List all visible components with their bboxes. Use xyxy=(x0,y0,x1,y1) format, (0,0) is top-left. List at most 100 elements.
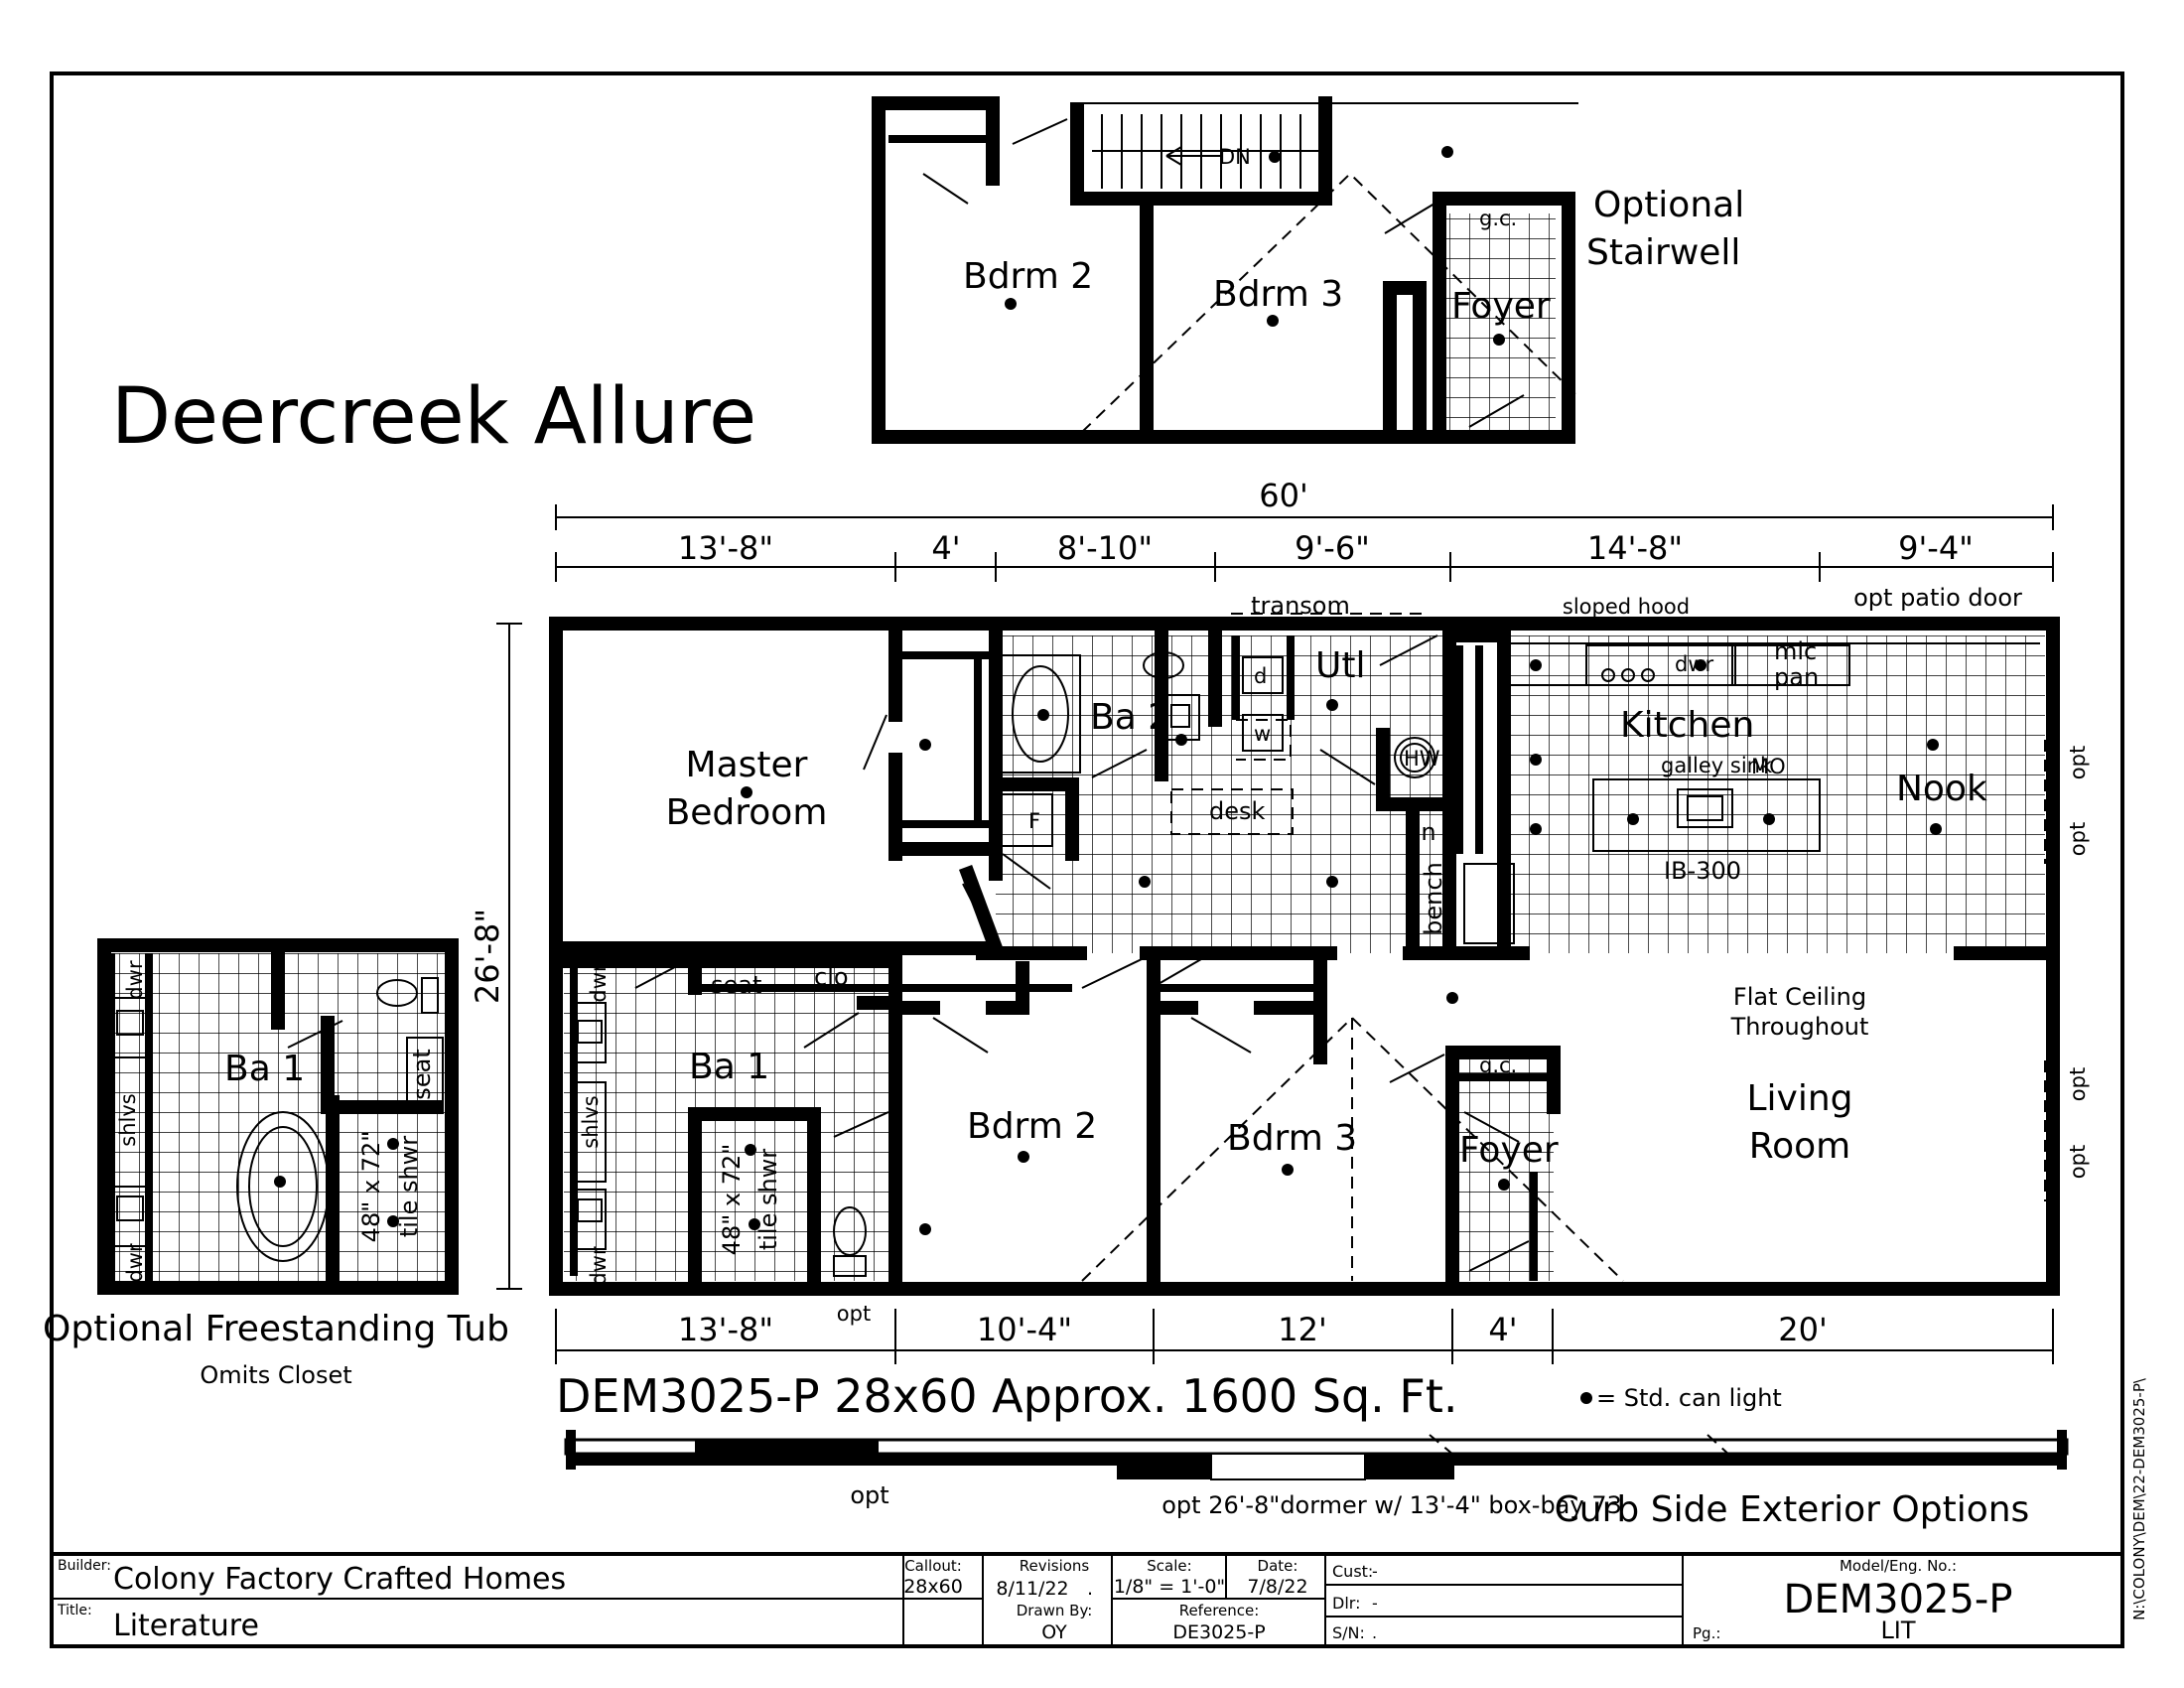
drawing-sheet-border xyxy=(50,71,2124,1648)
opt-window-living-1: opt xyxy=(2066,1067,2090,1101)
dim-top-4: 9'-6" xyxy=(1295,529,1370,567)
callout-label: Callout: xyxy=(904,1557,962,1575)
tub-drawer-bottom: dwr xyxy=(123,1243,147,1283)
sn-value: . xyxy=(1372,1623,1377,1642)
stair-foyer-tile xyxy=(1444,213,1556,432)
reference-label: Reference: xyxy=(1179,1602,1260,1619)
legend-text: = Std. can light xyxy=(1596,1384,1782,1412)
side-dimension: 26'-8" xyxy=(469,623,522,1290)
stair-gc-label: g.c. xyxy=(1479,207,1517,230)
main-floor-plan: Master Bedroom Ba 2 Utl Kitchen Nook Ba … xyxy=(549,584,2090,1296)
mic-label: mic xyxy=(1774,637,1817,665)
tub-seat-label: seat xyxy=(408,1049,436,1099)
exterior-opt-label: opt xyxy=(850,1481,888,1509)
transom-note: transom xyxy=(1251,592,1350,620)
stair-bdrm3-label: Bdrm 3 xyxy=(1213,274,1343,315)
kitchen-label: Kitchen xyxy=(1620,705,1754,746)
optional-tub-heading: Optional Freestanding Tub xyxy=(43,1309,509,1349)
ba1-shelves-label: shlvs xyxy=(579,1095,603,1148)
sn-label: S/N: xyxy=(1332,1623,1365,1642)
flat-ceiling-note-2: Throughout xyxy=(1730,1013,1869,1041)
optional-stairwell-heading-2: Stairwell xyxy=(1586,232,1740,273)
master-label-1: Master xyxy=(686,745,808,785)
top-dimensions: 60' 13'-8" 4' 8'-10" 9'-6" 14'-8" 9'-4" xyxy=(555,477,2054,582)
opt-window-nook-2: opt xyxy=(2066,822,2090,856)
galley-sink-label: galley sink xyxy=(1661,754,1773,777)
dim-top-3: 8'-10" xyxy=(1057,529,1153,567)
opt-window-note: opt xyxy=(837,1302,871,1326)
desk-label: desk xyxy=(1209,797,1266,825)
water-heater-label: HW xyxy=(1404,747,1440,771)
bdrm2-label: Bdrm 2 xyxy=(967,1106,1097,1147)
can-lights xyxy=(741,659,1942,1235)
dryer-label: d xyxy=(1254,664,1267,688)
stair-treads xyxy=(1092,114,1320,189)
dlr-label: Dlr: xyxy=(1332,1594,1360,1613)
builder-label: Builder: xyxy=(58,1558,111,1574)
title-label: Title: xyxy=(57,1603,92,1618)
file-path-label: N:\COLONY\DEM\22-DEM3025-P\ xyxy=(2130,1377,2148,1620)
bdrm3-label: Bdrm 3 xyxy=(1227,1118,1357,1159)
model-line: DEM3025-P 28x60 Approx. 1600 Sq. Ft. xyxy=(556,1369,1458,1423)
bench-label: bench xyxy=(1420,862,1447,935)
pan-label: pan xyxy=(1774,663,1819,691)
dim-bottom-5: 20' xyxy=(1778,1311,1828,1348)
tub-shelves-label: shlvs xyxy=(116,1093,140,1146)
revisions-value: 8/11/22 xyxy=(996,1578,1068,1600)
washer-label: w xyxy=(1254,722,1271,746)
utl-label: Utl xyxy=(1315,645,1365,686)
revisions-label: Revisions xyxy=(1020,1557,1090,1575)
ba1-shower-type: tile shwr xyxy=(754,1149,782,1250)
dim-bottom-4: 4' xyxy=(1488,1311,1517,1348)
exterior-elevation: opt opt 26'-8"dormer w/ 13'-4" box-bay 7… xyxy=(564,1430,2069,1530)
stair-bdrm2-label: Bdrm 2 xyxy=(963,256,1093,297)
bottom-dimensions: 13'-8" 10'-4" 12' 4' 20' opt xyxy=(555,1302,2054,1364)
date-label: Date: xyxy=(1258,1557,1298,1575)
exterior-dormer-label: opt 26'-8"dormer w/ 13'-4" box-bay 73 xyxy=(1161,1491,1622,1519)
reference-value: DE3025-P xyxy=(1172,1621,1265,1643)
closet-label: clo xyxy=(814,963,849,991)
optional-stairwell-heading-1: Optional xyxy=(1593,185,1744,225)
furnace-label: F xyxy=(1028,809,1040,833)
optional-freestanding-tub: Ba 1 shlvs dwr dwr seat 48" x 72" tile s… xyxy=(43,938,509,1389)
scale-value: 1/8" = 1'-0" xyxy=(1114,1576,1225,1598)
cust-value: - xyxy=(1372,1562,1378,1581)
nook-label: Nook xyxy=(1896,769,1987,809)
optional-stairwell-plan: DN g.c. Bdrm 2 Bdrm 3 Foyer Optional Sta… xyxy=(872,96,1744,444)
plan-title: Deercreek Allure xyxy=(111,372,756,462)
legend-can-light-dot xyxy=(1580,1392,1592,1404)
callout-value: 28x60 xyxy=(903,1576,963,1598)
opt-window-living-2: opt xyxy=(2066,1145,2090,1179)
scale-label: Scale: xyxy=(1147,1557,1191,1575)
island-label: IB-300 xyxy=(1664,857,1741,885)
stair-foyer-label: Foyer xyxy=(1451,286,1551,327)
revisions-extra: . xyxy=(1087,1578,1093,1600)
ba1-drawer-label-top: dwr xyxy=(587,963,611,1003)
drawn-by-value: OY xyxy=(1041,1621,1067,1643)
dim-top-1: 13'-8" xyxy=(678,529,773,567)
tub-drawer-top: dwr xyxy=(123,960,147,1000)
linen-label: lin xyxy=(1408,818,1436,846)
exterior-heading: Curb Side Exterior Options xyxy=(1555,1489,2030,1530)
drawn-by-label: Drawn By: xyxy=(1017,1602,1093,1619)
master-label-2: Bedroom xyxy=(666,792,828,833)
foyer-gc-label: g.c. xyxy=(1479,1054,1517,1077)
dim-top-6: 9'-4" xyxy=(1898,529,1974,567)
title-block: Builder: Colony Factory Crafted Homes Ti… xyxy=(52,1552,2122,1646)
ba1-label: Ba 1 xyxy=(689,1047,769,1087)
cust-label: Cust: xyxy=(1332,1562,1373,1581)
dim-top-2: 4' xyxy=(931,529,960,567)
optional-tub-sub: Omits Closet xyxy=(200,1361,351,1389)
pg-value: LIT xyxy=(1880,1617,1915,1644)
seat-label: seat xyxy=(711,971,761,999)
sloped-hood-note: sloped hood xyxy=(1563,595,1690,619)
tub-shower-type: tile shwr xyxy=(395,1136,423,1237)
dim-bottom-3: 12' xyxy=(1278,1311,1327,1348)
builder-value: Colony Factory Crafted Homes xyxy=(113,1562,566,1597)
tub-shower-size: 48" x 72" xyxy=(357,1131,385,1243)
living-label-1: Living xyxy=(1746,1078,1852,1119)
dim-overall-depth: 26'-8" xyxy=(469,909,506,1004)
dim-bottom-1: 13'-8" xyxy=(678,1311,773,1348)
date-value: 7/8/22 xyxy=(1247,1576,1307,1598)
